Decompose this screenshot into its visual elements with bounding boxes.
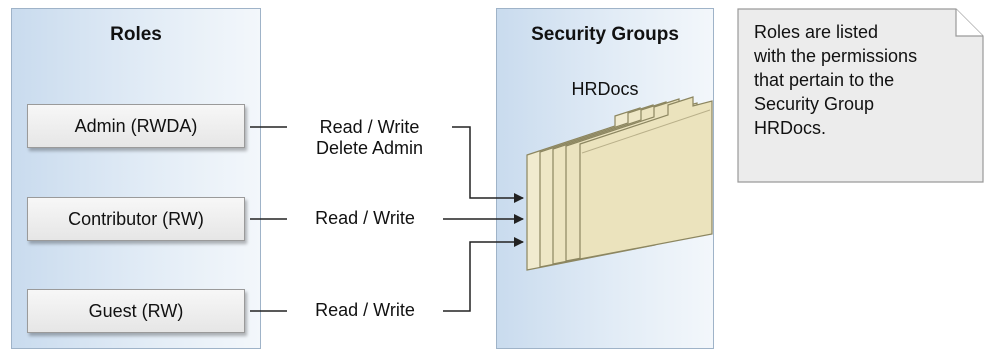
security-group-name: HRDocs bbox=[571, 79, 639, 99]
permission-label-contributor: Read / Write bbox=[287, 208, 443, 229]
permission-admin-line-2: Delete Admin bbox=[315, 138, 424, 158]
permission-label-admin: Read / Write Delete Admin bbox=[287, 117, 452, 159]
folder-stack-icon bbox=[526, 96, 713, 271]
role-box-contributor[interactable]: Contributor (RW) bbox=[27, 197, 245, 241]
note-line: that pertain to the bbox=[754, 70, 895, 90]
note-line: with the permissions bbox=[754, 46, 918, 66]
note-line: Security Group bbox=[754, 94, 875, 114]
arrow-guest-to-group bbox=[443, 237, 524, 312]
note-callout: Roles are listed with the permissions th… bbox=[737, 8, 983, 180]
note-line: Roles are listed bbox=[754, 22, 879, 42]
security-groups-panel-title: Security Groups bbox=[531, 24, 679, 45]
role-box-guest[interactable]: Guest (RW) bbox=[27, 289, 245, 333]
roles-panel-title: Roles bbox=[110, 24, 162, 45]
permission-label-guest: Read / Write bbox=[287, 300, 443, 321]
role-box-admin[interactable]: Admin (RWDA) bbox=[27, 104, 245, 148]
note-line: HRDocs. bbox=[754, 118, 827, 138]
dog-eared-note-icon bbox=[737, 8, 984, 183]
arrow-admin-to-group bbox=[452, 126, 524, 203]
note-text: Roles are listed with the permissions th… bbox=[754, 20, 979, 140]
permission-admin-line-1: Read / Write bbox=[319, 117, 420, 137]
